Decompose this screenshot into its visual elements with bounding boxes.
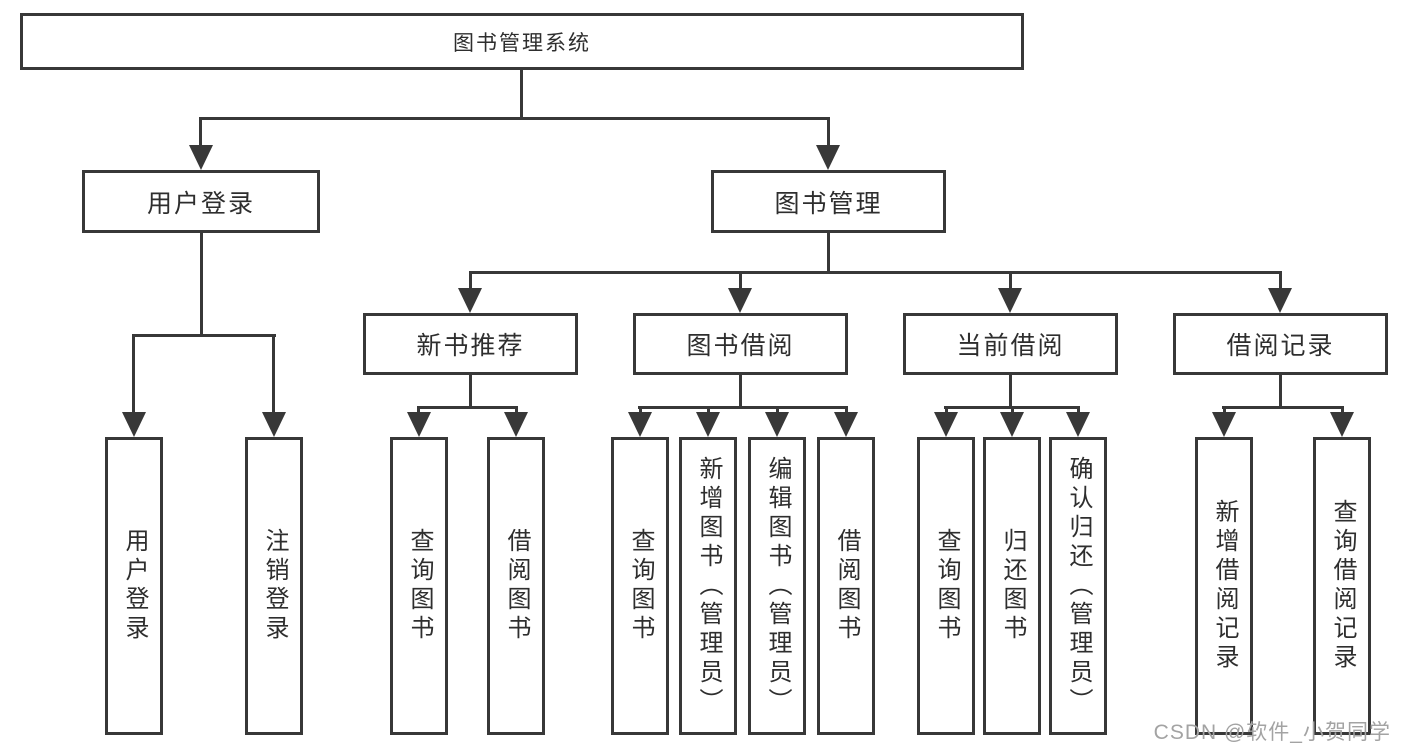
connector-line <box>1009 375 1012 408</box>
connector-line <box>417 406 420 414</box>
arrowhead-down-icon <box>262 412 286 437</box>
leaf-query-books-borrowing: 查询图书 <box>611 437 669 735</box>
connector-line <box>199 117 202 147</box>
arrowhead-down-icon <box>1212 412 1236 437</box>
connector-line <box>845 406 848 414</box>
connector-line <box>132 334 135 413</box>
arrowhead-down-icon <box>934 412 958 437</box>
connector-line <box>639 406 642 414</box>
leaf-confirm-return-admin: 确认归还（管理员） <box>1049 437 1107 735</box>
arrowhead-down-icon <box>189 145 213 170</box>
leaf-return-book: 归还图书 <box>983 437 1041 735</box>
connector-line <box>1279 271 1282 289</box>
connector-line <box>469 271 1282 274</box>
connector-line <box>469 375 472 408</box>
node-new-book-recommend: 新书推荐 <box>363 313 578 375</box>
connector-line <box>739 375 742 408</box>
arrowhead-down-icon <box>998 288 1022 313</box>
connector-line <box>945 406 948 414</box>
arrowhead-down-icon <box>1066 412 1090 437</box>
node-book-management: 图书管理 <box>711 170 946 233</box>
arrowhead-down-icon <box>628 412 652 437</box>
connector-line <box>1222 406 1344 409</box>
connector-line <box>200 233 203 336</box>
connector-line <box>1223 406 1226 414</box>
arrowhead-down-icon <box>407 412 431 437</box>
connector-line <box>520 70 523 118</box>
leaf-add-book-admin: 新增图书（管理员） <box>679 437 737 735</box>
leaf-add-borrow-record: 新增借阅记录 <box>1195 437 1253 735</box>
connector-line <box>199 117 830 120</box>
connector-line <box>827 233 830 274</box>
connector-line <box>739 271 742 289</box>
connector-line <box>417 406 518 409</box>
arrowhead-down-icon <box>1000 412 1024 437</box>
arrowhead-down-icon <box>696 412 720 437</box>
node-borrowing-records: 借阅记录 <box>1173 313 1388 375</box>
connector-line <box>638 406 848 409</box>
arrowhead-down-icon <box>1330 412 1354 437</box>
connector-line <box>1009 271 1012 289</box>
arrowhead-down-icon <box>122 412 146 437</box>
connector-line <box>515 406 518 414</box>
leaf-borrow-books-borrowing: 借阅图书 <box>817 437 875 735</box>
csdn-watermark: CSDN @软件_小贺同学 <box>1153 721 1391 744</box>
leaf-query-books-recommend: 查询图书 <box>390 437 448 735</box>
connector-line <box>1341 406 1344 414</box>
connector-line <box>272 334 275 413</box>
connector-line <box>1011 406 1014 414</box>
connector-line <box>1279 375 1282 408</box>
arrowhead-down-icon <box>504 412 528 437</box>
node-user-login: 用户登录 <box>82 170 320 233</box>
connector-line <box>827 117 830 147</box>
leaf-query-books-current: 查询图书 <box>917 437 975 735</box>
connector-line <box>132 334 276 337</box>
node-book-borrowing: 图书借阅 <box>633 313 848 375</box>
connector-line <box>776 406 779 414</box>
leaf-edit-book-admin: 编辑图书（管理员） <box>748 437 806 735</box>
connector-line <box>469 271 472 289</box>
leaf-logout: 注销登录 <box>245 437 303 735</box>
connector-line <box>707 406 710 414</box>
arrowhead-down-icon <box>1268 288 1292 313</box>
leaf-borrow-books-recommend: 借阅图书 <box>487 437 545 735</box>
leaf-user-login: 用户登录 <box>105 437 163 735</box>
arrowhead-down-icon <box>816 145 840 170</box>
leaf-query-borrow-record: 查询借阅记录 <box>1313 437 1371 735</box>
node-current-borrowing: 当前借阅 <box>903 313 1118 375</box>
node-library-management-system: 图书管理系统 <box>20 13 1024 70</box>
arrowhead-down-icon <box>458 288 482 313</box>
arrowhead-down-icon <box>834 412 858 437</box>
arrowhead-down-icon <box>728 288 752 313</box>
connector-line <box>1077 406 1080 414</box>
arrowhead-down-icon <box>765 412 789 437</box>
